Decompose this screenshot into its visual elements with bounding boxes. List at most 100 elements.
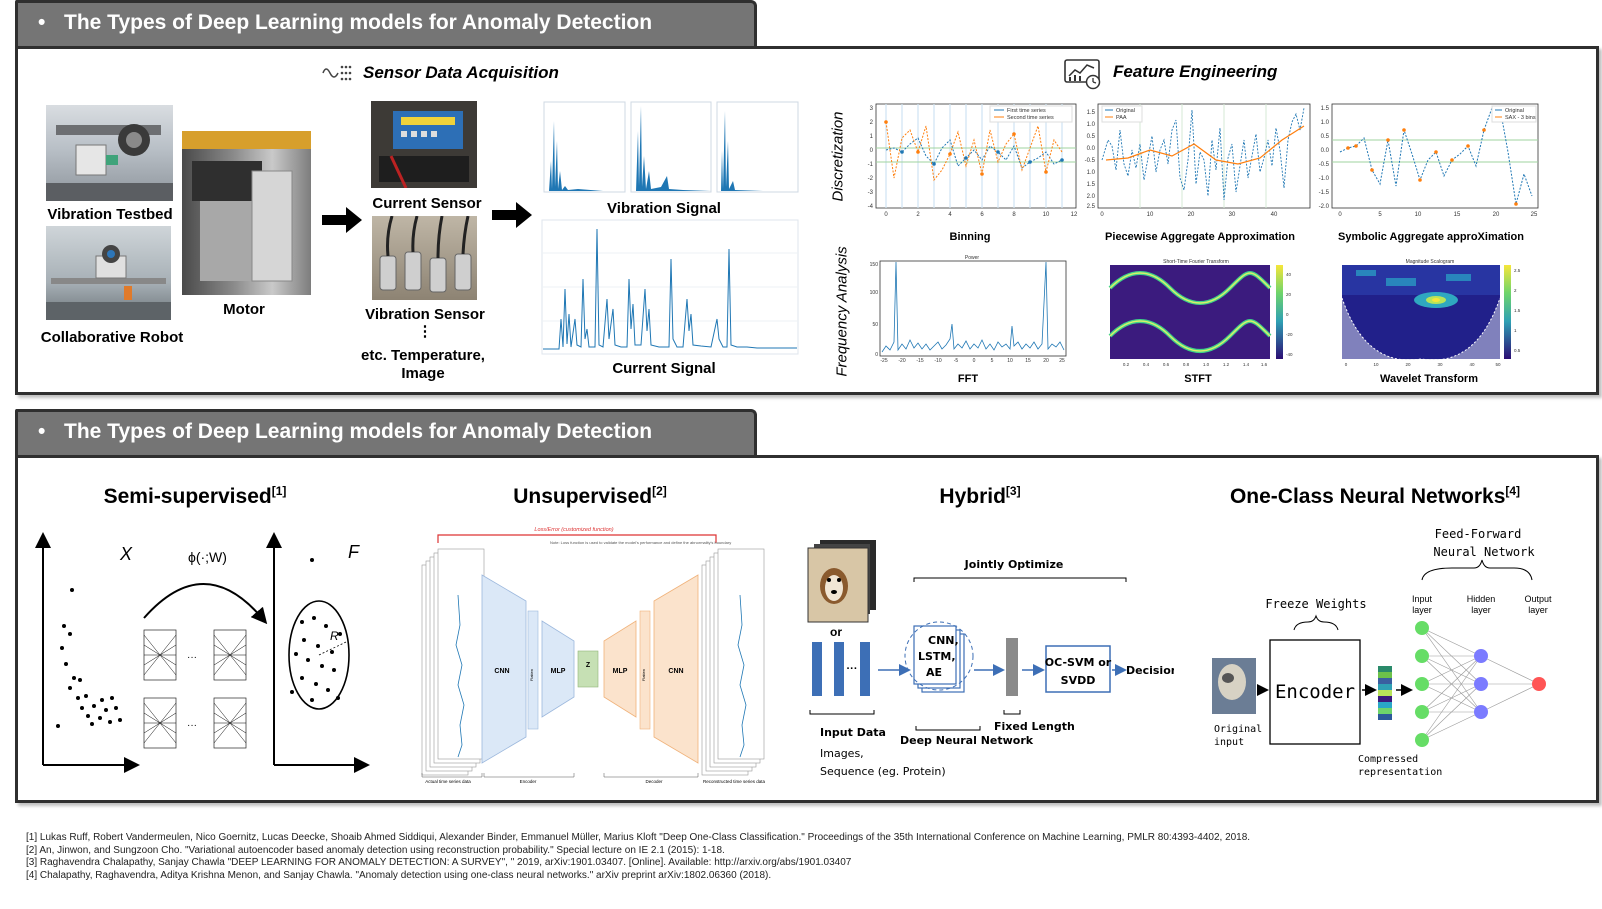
discretization-label: Discretization — [829, 111, 847, 202]
unsup-flatten-dec: Flatten — [641, 669, 646, 681]
oc-input-layer-2: layer — [1412, 605, 1432, 615]
unsup-actual: Actual time series data — [425, 779, 471, 784]
svg-text:10: 10 — [1043, 212, 1050, 218]
svg-text:1.0: 1.0 — [1203, 362, 1210, 367]
svg-text:25: 25 — [1059, 358, 1065, 364]
etc-label-line2: Image — [401, 365, 445, 382]
sax-legend-original: Original — [1505, 108, 1524, 114]
svg-text:0.6: 0.6 — [1163, 362, 1170, 367]
hybrid-dots: ··· — [847, 663, 858, 675]
collaborative-robot-photo — [46, 226, 171, 320]
current-sensor-label: Current Sensor — [372, 195, 482, 212]
reference-1: [1] Lukas Ruff, Robert Vandermeulen, Nic… — [26, 832, 1251, 843]
top-header-text: The Types of Deep Learning models for An… — [64, 11, 653, 34]
svg-text:1.5: 1.5 — [1321, 106, 1330, 112]
unsup-mlp-dec: MLP — [613, 668, 628, 675]
svg-text:15: 15 — [1025, 358, 1031, 364]
paa-label: Piecewise Aggregate Approximation — [1105, 231, 1295, 243]
one-class-nn-diagram: Feed-Forward Neural Network Freeze Weigh… — [1204, 522, 1562, 789]
hybrid-decision: Decision — [1126, 664, 1174, 677]
paa-legend-original: Original — [1116, 108, 1135, 114]
vibration-signal-label: Vibration Signal — [607, 200, 721, 217]
hybrid-images: Images, — [820, 747, 864, 760]
svg-text:-2: -2 — [868, 176, 874, 182]
hybrid-ae: AE — [926, 666, 942, 679]
reference-3: [3] Raghavendra Chalapathy, Sanjay Chawl… — [26, 857, 852, 869]
svg-text:0.0: 0.0 — [1321, 148, 1330, 154]
svg-text:0.5: 0.5 — [1087, 134, 1096, 140]
oc-hidden-layer-1: Hidden — [1467, 594, 1496, 604]
svg-text:-20: -20 — [1286, 332, 1293, 337]
svg-text:0: 0 — [973, 358, 976, 364]
oc-output-layer-2: layer — [1528, 605, 1548, 615]
vibration-testbed-label: Vibration Testbed — [47, 206, 173, 223]
svg-text:40: 40 — [1469, 362, 1475, 367]
svg-text:1.0: 1.0 — [1087, 170, 1096, 176]
svg-text:12: 12 — [1071, 212, 1078, 218]
svg-text:1.6: 1.6 — [1261, 362, 1268, 367]
unsup-mlp-enc: MLP — [551, 668, 566, 675]
svg-text:-15: -15 — [916, 358, 923, 364]
unsupervised-title: Unsupervised[2] — [513, 484, 667, 508]
hybrid-title: Hybrid[3] — [939, 484, 1021, 508]
reference-2: [2] An, Jinwon, and Sungzoon Cho. "Varia… — [26, 844, 725, 856]
svg-text:1.5: 1.5 — [1514, 308, 1521, 313]
wavelet-title: Magnitude Scalogram — [1406, 259, 1455, 265]
svg-text:10: 10 — [1007, 358, 1013, 364]
svg-text:-20: -20 — [898, 358, 905, 364]
reference-4: [4] Chalapathy, Raghavendra, Aditya Kris… — [26, 869, 772, 881]
svg-text:40: 40 — [1286, 272, 1292, 277]
svg-text:0: 0 — [1338, 212, 1342, 218]
hybrid-fixed: Fixed Length — [994, 720, 1075, 733]
svg-text:1.4: 1.4 — [1243, 362, 1250, 367]
feature-engineering-icon — [1063, 58, 1103, 95]
svg-text:-2.0: -2.0 — [1319, 204, 1330, 210]
svg-text:30: 30 — [1229, 212, 1236, 218]
svg-text:1.5: 1.5 — [1087, 110, 1096, 116]
stft-title: Short-Time Fourier Transform — [1163, 259, 1229, 265]
wavelet-label: Wavelet Transform — [1379, 373, 1478, 385]
motor-photo — [182, 131, 311, 295]
svg-text:-0.5: -0.5 — [1085, 158, 1096, 164]
sensor-title: Sensor Data Acquisition — [363, 63, 559, 82]
stft-label: STFT — [1184, 373, 1212, 385]
svg-text:2.0: 2.0 — [1087, 194, 1096, 200]
svg-text:20: 20 — [1286, 292, 1292, 297]
unsup-note: Note: Loss function is used to validate … — [550, 540, 731, 545]
hybrid-svdd: SVDD — [1061, 674, 1096, 687]
oc-compressed-line1: Compressed — [1358, 754, 1418, 765]
vibration-sensor-label: Vibration Sensor — [365, 306, 485, 323]
svg-text:0: 0 — [1100, 212, 1104, 218]
svg-text:2: 2 — [1514, 288, 1517, 293]
oc-output-layer-1: Output — [1524, 594, 1552, 604]
unsup-flatten-enc: Flatten — [529, 669, 534, 681]
fft-label: FFT — [957, 373, 979, 385]
binning-legend-first: First time series — [1007, 108, 1046, 114]
svg-text:0: 0 — [875, 352, 878, 358]
semi-phi-label: ϕ(·;W) — [188, 549, 227, 565]
etc-label-line1: etc. Temperature, — [361, 347, 485, 364]
svg-text:5: 5 — [991, 358, 994, 364]
svg-text:4: 4 — [948, 212, 952, 218]
hybrid-lstm: LSTM, — [918, 650, 956, 663]
oc-ffnn-line2: Neural Network — [1433, 545, 1535, 559]
svg-text:-0.5: -0.5 — [1319, 162, 1330, 168]
svg-text:150: 150 — [870, 262, 879, 268]
svg-text:10: 10 — [1147, 212, 1154, 218]
oc-compressed-line2: representation — [1358, 767, 1442, 778]
vibration-sensor-photo — [372, 216, 477, 300]
svg-text:-1.5: -1.5 — [1319, 190, 1330, 196]
svg-text:-5: -5 — [954, 358, 959, 364]
unsup-z: Z — [586, 662, 591, 669]
oc-freeze: Freeze Weights — [1265, 597, 1366, 611]
oc-original-line2: input — [1214, 737, 1244, 748]
svg-text:0.5: 0.5 — [1514, 348, 1521, 353]
motor-label: Motor — [223, 301, 265, 318]
current-signal-plot — [541, 219, 800, 361]
unsupervised-diagram: Loss/Error (customized function) Note: L… — [418, 525, 780, 792]
svg-text:-4: -4 — [868, 204, 874, 210]
svg-text:0.8: 0.8 — [1183, 362, 1190, 367]
arrow-right-icon — [492, 202, 534, 233]
